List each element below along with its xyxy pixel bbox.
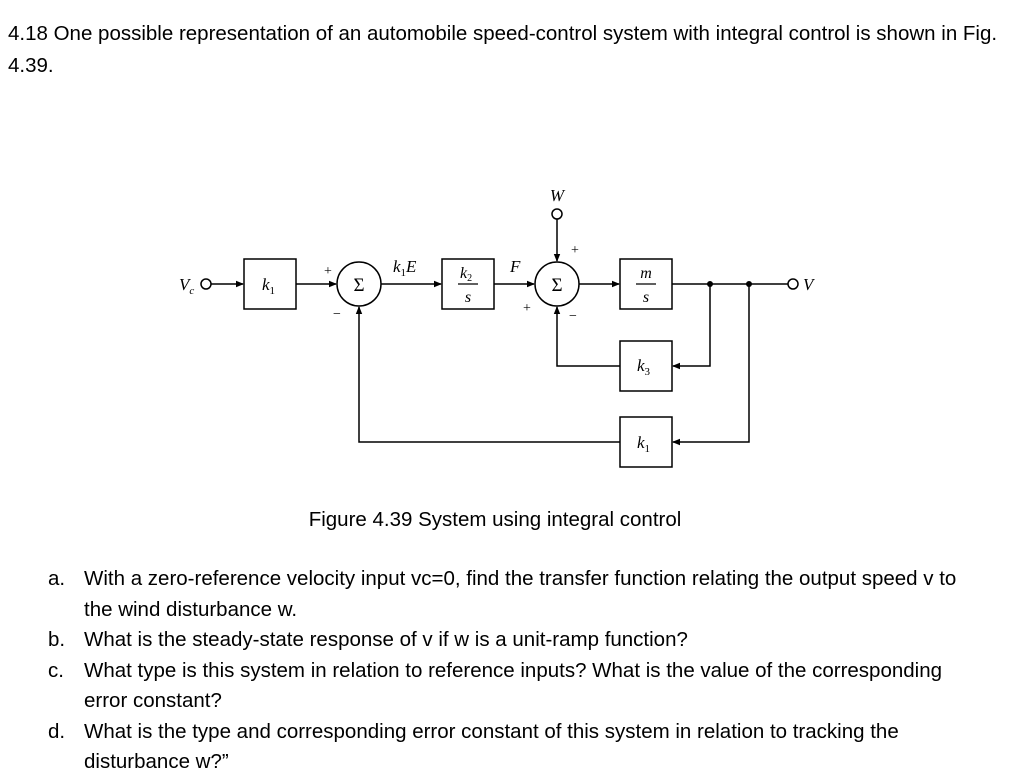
inner-feedback-block [619,340,673,392]
question-text: What is the type and corresponding error… [84,719,899,774]
plant-numerator: m [640,265,652,282]
sum1-symbol: Σ [353,275,364,296]
question-letter: d. [48,719,66,743]
outer-feedback-block [619,416,673,468]
question-text: What is the steady-state response of v i… [84,628,688,651]
question-b: b. What is the steady-state response of v… [48,625,988,656]
input-terminal [200,278,212,290]
sum2-minus-sign: − [569,309,577,324]
question-c: c. What type is this system in relation t… [48,656,988,717]
outer-feedback-label: k1 [637,433,650,455]
figure-caption: Figure 4.39 System using integral contro… [308,508,682,531]
question-a: a. With a zero-reference velocity input v… [48,564,988,625]
sum2-plus-sign-left: + [523,301,531,316]
error-signal-label: k1E [393,257,417,279]
question-d: d. What is the type and corresponding err… [48,717,988,778]
question-letter: a. [48,567,66,590]
forward-gain-label: k1 [262,275,275,297]
integrator-numerator: k2 [460,265,472,284]
wire-outer-feedback-out [355,306,620,443]
wire-inner-feedback-out [553,306,620,367]
input-label: Vc [179,275,194,297]
problem-statement: 4.18 One possible representation of an a… [8,22,998,77]
inner-feedback-label: k3 [637,356,651,378]
sum2-symbol: Σ [551,275,562,296]
wire-outer-feedback-in [672,284,750,446]
question-list: a. With a zero-reference velocity input v… [48,564,988,778]
output-label: V [803,275,816,294]
plant-denominator: s [643,289,649,306]
question-letter: c. [48,658,64,682]
sum2-plus-sign-top: + [571,243,579,258]
output-terminal [787,278,799,290]
force-label: F [509,257,521,276]
disturbance-label: W [550,186,566,205]
sum1-plus-sign: + [324,264,332,279]
wire-inner-feedback-in [672,284,711,370]
question-text: With a zero-reference velocity input vc=… [84,567,957,621]
sum1-minus-sign: − [333,307,341,322]
question-text: What type is this system in relation to … [84,658,943,713]
disturbance-terminal [551,208,563,220]
integrator-denominator: s [465,289,471,306]
question-letter: b. [48,628,66,651]
plant-block [619,258,673,310]
forward-gain-block [243,258,297,310]
